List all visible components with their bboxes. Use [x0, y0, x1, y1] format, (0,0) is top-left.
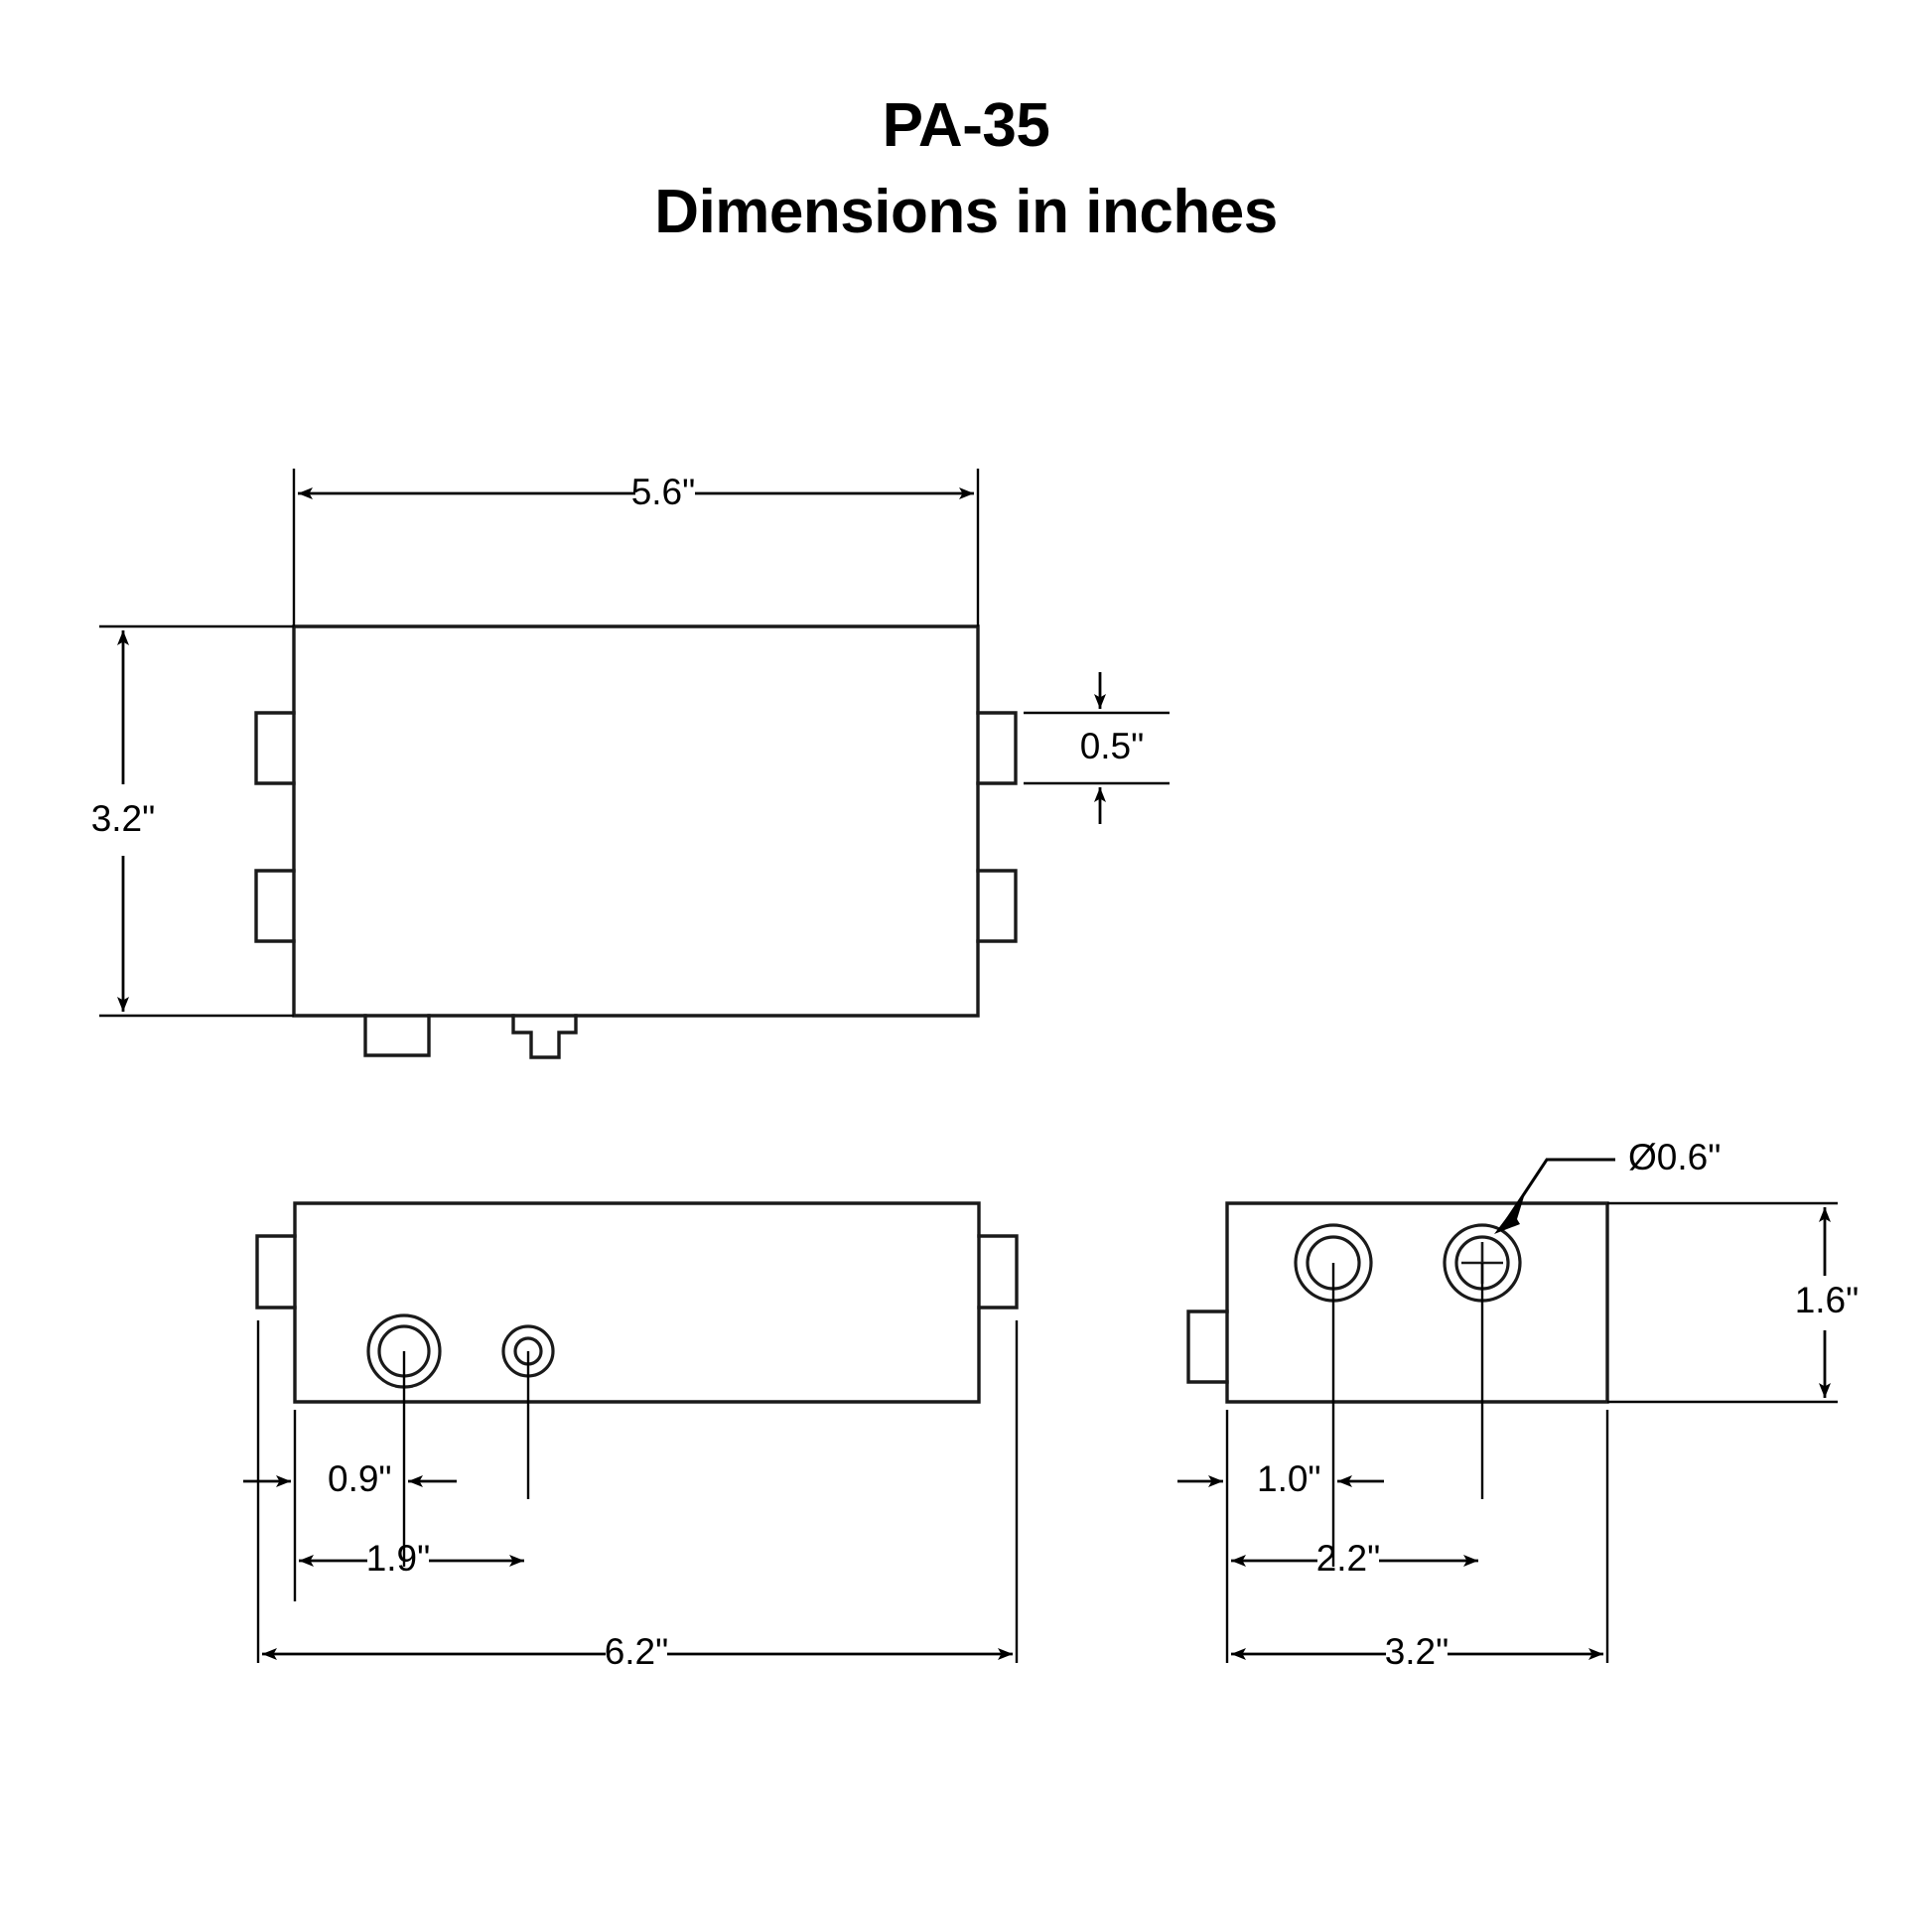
front-view-body-outline [293, 1201, 981, 1404]
top-view-body-outline [292, 624, 980, 1018]
top-height-label: 3.2" [91, 798, 156, 839]
top-view-bottom-connector-wide [363, 1014, 431, 1057]
side-view-body-outline [1225, 1201, 1609, 1404]
top-view-left-tab-upper [254, 711, 296, 785]
front-small-offset-label: 0.9" [328, 1458, 392, 1499]
side-height-label: 1.6" [1795, 1280, 1860, 1320]
side-large-offset-label: 2.2" [1316, 1538, 1381, 1579]
front-view-left-tab [255, 1234, 297, 1310]
side-small-offset-label: 1.0" [1257, 1458, 1321, 1499]
front-large-offset-label: 1.9" [366, 1538, 431, 1579]
top-width-label: 5.6" [631, 472, 696, 512]
front-view-group: 0.9" 1.9" 6.2" [243, 1201, 1019, 1672]
top-view-right-tab-lower [976, 869, 1018, 943]
side-view-group: Ø0.6" 1.6" 1.0" 2.2" 3.2" [1177, 1137, 1859, 1672]
top-view-bottom-connector-stepped [511, 1014, 578, 1059]
hole-diameter-leader-arrow-icon [1494, 1193, 1525, 1234]
tab-height-label: 0.5" [1080, 726, 1145, 766]
top-view-left-tab-lower [254, 869, 296, 943]
front-overall-label: 6.2" [605, 1631, 669, 1672]
hole-diameter-label: Ø0.6" [1628, 1137, 1721, 1177]
top-view-right-tab-upper [976, 711, 1018, 785]
side-view-left-tab [1186, 1310, 1229, 1384]
hole-diameter-leader-line [1500, 1158, 1615, 1228]
side-overall-label: 3.2" [1385, 1631, 1449, 1672]
top-view-group: 5.6" 3.2" 0.5" [91, 469, 1170, 1059]
front-view-right-tab [977, 1234, 1019, 1310]
